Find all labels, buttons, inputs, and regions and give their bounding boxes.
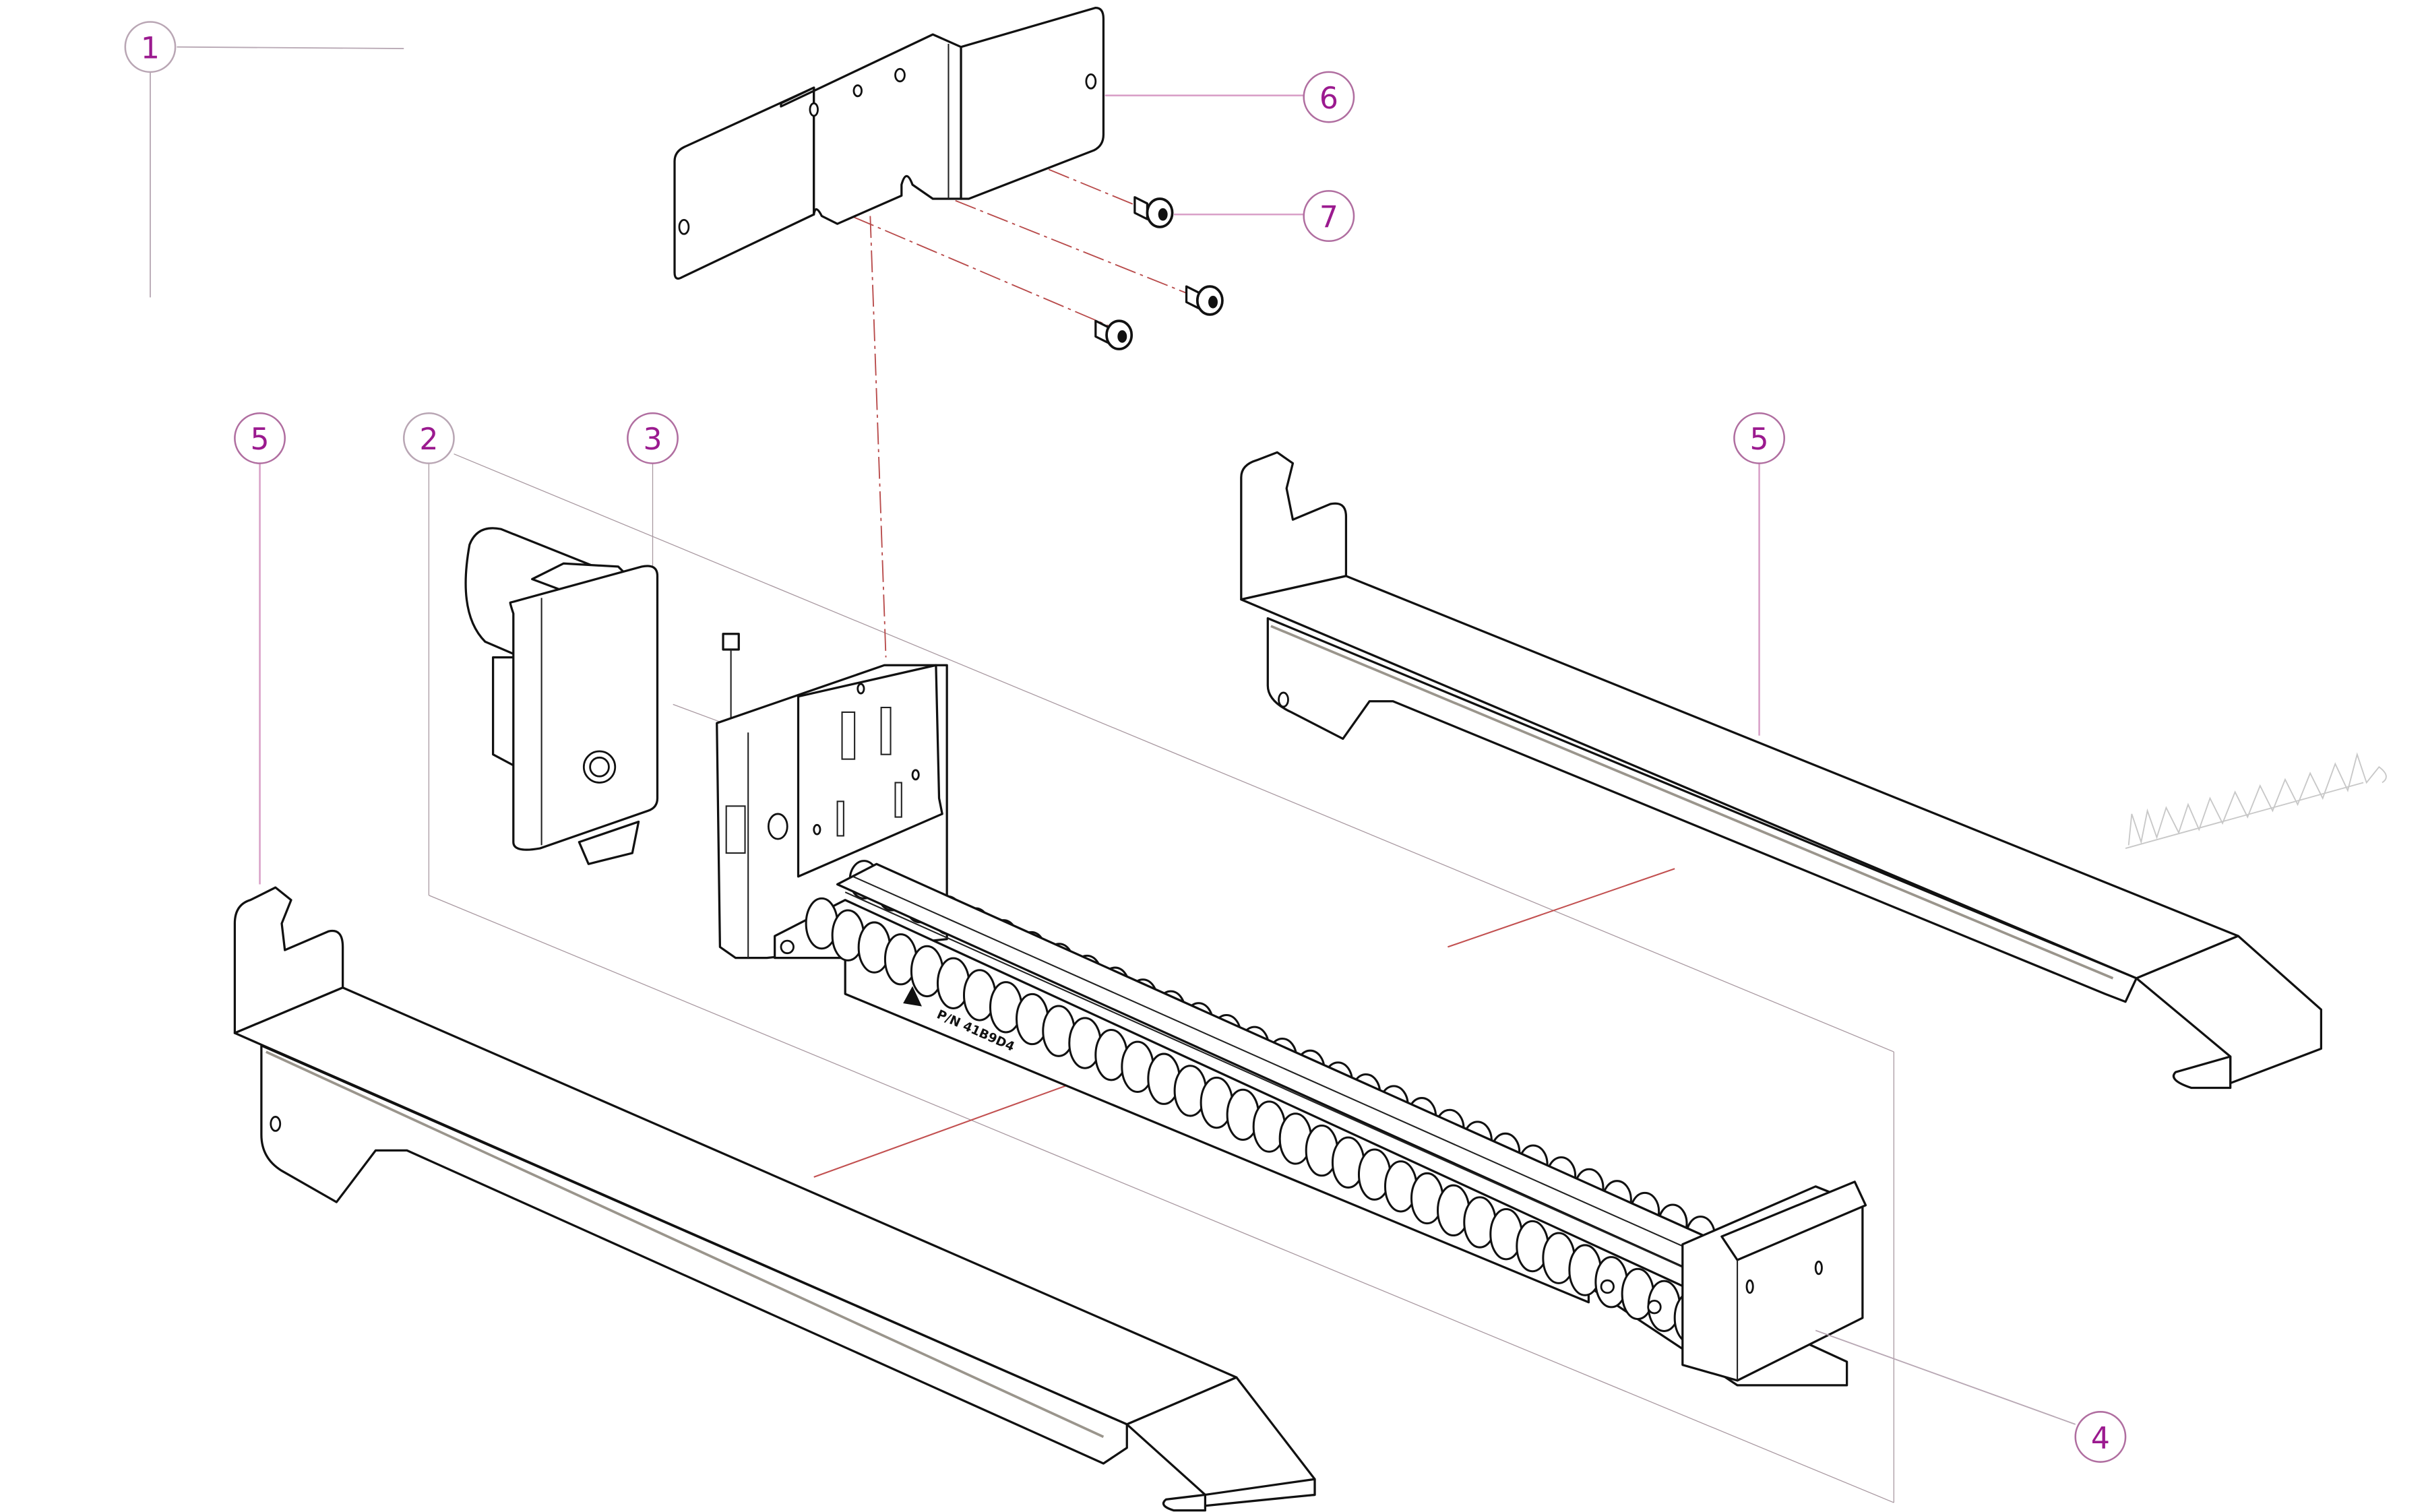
bracket-hole: [678, 218, 690, 235]
callout-1-leader-horizontal: [177, 46, 404, 49]
callout-6[interactable]: 6: [1303, 71, 1355, 123]
frame-line-top: [454, 453, 1894, 1052]
callout-5-left-label: 5: [251, 422, 270, 457]
callout-3[interactable]: 3: [627, 412, 679, 464]
bracket-left-flange: [673, 86, 815, 280]
frame-slot: [836, 800, 844, 837]
rail-right-side-face: [1266, 617, 2138, 1003]
frame-hole: [857, 683, 865, 695]
rail-right-top-face: [1240, 575, 2239, 980]
callout-7[interactable]: 7: [1303, 190, 1355, 243]
frame-slot: [880, 706, 892, 755]
auger-rail-groove: [844, 891, 1832, 1335]
bracket-hole: [852, 84, 863, 98]
rail-left-highlight: [266, 1050, 1105, 1439]
rail-left-upright: [233, 886, 344, 1034]
auger-rail-groove: [852, 875, 1844, 1319]
callout-7-label: 7: [1319, 200, 1338, 234]
mounting-bracket: [673, 6, 1105, 280]
callout-4-leader: [1815, 1329, 2076, 1425]
frame-connector-plug: [722, 633, 740, 651]
callout-1-label: 1: [141, 32, 160, 66]
axis-left-rail: [813, 1071, 1104, 1178]
screw-icon: [1185, 285, 1224, 316]
frame-hole: [813, 823, 821, 836]
callout-2-label: 2: [419, 422, 438, 457]
frame-clip: [725, 805, 746, 854]
axis-screw-2: [923, 187, 1198, 298]
frame-front-plate: [797, 664, 943, 878]
connector-terminal: [1745, 1279, 1754, 1294]
bracket-hole: [1085, 73, 1097, 90]
rail-right-highlight: [1270, 625, 2114, 980]
rail-right-upright: [1240, 451, 1348, 601]
callout-4[interactable]: 4: [2074, 1411, 2127, 1463]
callout-6-label: 6: [1319, 82, 1338, 116]
bracket-hole: [809, 102, 819, 117]
motor-bottom-clip: [578, 820, 640, 865]
callout-2[interactable]: 2: [402, 412, 455, 464]
bracket-center-plate: [780, 33, 962, 225]
auger-connector-top: [1720, 1180, 1867, 1261]
warning-triangle-icon: [903, 986, 922, 1007]
frame-motor-link: [673, 703, 728, 726]
axis-vertical: [869, 216, 887, 658]
callout-5-left[interactable]: 5: [234, 412, 286, 464]
bracket-right-flange: [960, 6, 1105, 200]
screw-icon: [1133, 196, 1174, 228]
callout-leaders: [259, 94, 2076, 1425]
auger-mount-screw: [1600, 1279, 1615, 1294]
drive-motor: [464, 527, 659, 865]
screws: [1094, 196, 1224, 350]
bracket-hole: [894, 67, 906, 83]
callout-5-right-label: 5: [1750, 422, 1769, 457]
auger-mount-screw: [1647, 1300, 1662, 1315]
auger-spiral-assembly: P/N 41B9D4: [774, 860, 1867, 1387]
callouts: 1 2 3 4 5 5 6 7: [124, 21, 2127, 1463]
rail-right-foot: [2172, 1055, 2232, 1090]
frame-slot: [841, 711, 856, 760]
assembly-frame-lines: [150, 46, 1894, 1503]
motor-gearbox-housing: [509, 565, 659, 851]
frame-slot: [894, 782, 902, 818]
rail-right-hole: [1278, 691, 1289, 708]
callout-3-label: 3: [643, 422, 662, 457]
side-rail-bracket-left: [233, 886, 1316, 1512]
axis-screw-3: [821, 203, 1109, 327]
side-rail-bracket-right: [1240, 451, 2323, 1090]
callout-4-label: 4: [2091, 1421, 2110, 1455]
frame-bearing: [767, 813, 788, 840]
callout-1[interactable]: 1: [124, 21, 177, 73]
callout-5-right[interactable]: 5: [1733, 412, 1786, 464]
axis-right-rail: [1448, 868, 1675, 948]
frame-hole: [911, 769, 920, 781]
motor-shaft: [589, 756, 610, 778]
connector-terminal: [1814, 1260, 1823, 1275]
watermark-scribble: [2125, 752, 2387, 849]
rail-left-hole: [270, 1116, 282, 1132]
screw-icon: [1094, 319, 1133, 350]
frame-line-bottom: [429, 895, 1894, 1503]
auger-mount-screw: [780, 939, 795, 955]
rail-left-foot: [1162, 1493, 1207, 1512]
